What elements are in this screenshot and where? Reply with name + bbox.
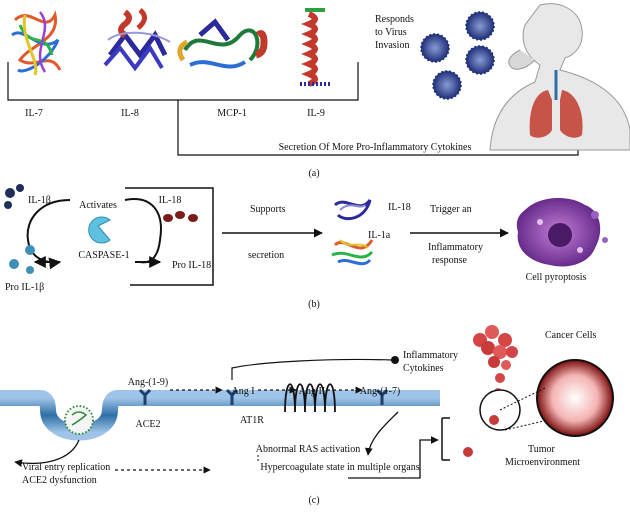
label-il18-out: IL-18	[388, 202, 411, 213]
il8-protein-icon	[103, 8, 171, 72]
inflammatory-line-2: Cytokines	[403, 363, 444, 374]
viral-line-2: ACE2 dysfunction	[22, 475, 97, 486]
panel-b: IL-1β Activates CASPASE-1 IL-18 Pro IL-1…	[4, 184, 608, 310]
label-pyroptosis: Cell pyroptosis	[526, 272, 587, 283]
il18-molecules-icon	[163, 211, 198, 222]
label-il1b: IL-1β	[28, 195, 51, 206]
coughing-person-icon	[489, 3, 630, 151]
tumor-line-1: Tumor	[528, 444, 556, 455]
label-ang19: Ang-(1-9)	[128, 377, 169, 388]
secretion-label: Secretion Of More Pro-Inflammatory Cytok…	[279, 142, 472, 153]
viral-entry-arrow	[14, 439, 80, 467]
hypercoag-to-tumor-arrow	[348, 436, 439, 479]
mcp1-protein-icon	[177, 18, 268, 69]
label-il1a: IL-1a	[368, 230, 391, 241]
responds-line-1: Responds	[375, 14, 414, 25]
il18-protein-icon	[333, 199, 372, 221]
viral-line-1: Viral entry replication	[22, 462, 110, 473]
label-pro-il1b: Pro IL-1β	[5, 282, 44, 293]
inflammatory-line-1: Inflammatory	[403, 350, 458, 361]
label-response: response	[432, 255, 468, 266]
ang1-receptor-icon	[225, 388, 239, 405]
il7-protein-icon	[11, 10, 62, 76]
tumor-zoom-line	[499, 387, 546, 411]
label-caspase: CASPASE-1	[78, 250, 129, 261]
tumor-cell-small	[463, 447, 473, 457]
coronavirus-icon	[64, 405, 94, 435]
responds-line-3: Invasion	[375, 40, 409, 51]
label-mcp1: MCP-1	[217, 108, 246, 119]
label-ace2: ACE2	[136, 419, 161, 430]
pro-il1b-molecules-icon	[9, 245, 35, 274]
membrane-to-hypercoag-arrow	[364, 411, 399, 456]
cancer-cells-icon	[473, 325, 518, 396]
label-il18: IL-18	[159, 195, 182, 206]
at1r-receptor-icon	[284, 383, 336, 413]
label-trigger: Trigger an	[430, 204, 472, 215]
label-cancer-cells: Cancer Cells	[545, 330, 596, 341]
label-pro-il18: Pro IL-18	[172, 260, 211, 271]
label-il8: IL-8	[121, 108, 139, 119]
label-abnormal-ras: Abnormal RAS activation	[256, 444, 360, 455]
pyroptotic-cell-icon	[516, 198, 608, 267]
left-lung-icon	[529, 90, 552, 138]
label-il9: IL-9	[307, 108, 325, 119]
label-il7: IL-7	[25, 108, 43, 119]
tumor-line-2: Microenvironment	[505, 457, 580, 468]
right-lung-icon	[560, 90, 583, 138]
right-cycle-arrow	[124, 198, 162, 264]
label-ang2: Ang II	[299, 386, 325, 397]
responds-line-2: to Virus	[375, 27, 407, 38]
caption-b: (b)	[308, 299, 320, 310]
virus-particles-icon	[420, 11, 495, 100]
tumor-microenvironment-icon	[536, 359, 614, 437]
tumor-zoom-line-2	[504, 419, 549, 431]
cytokine-bracket	[7, 62, 359, 101]
label-at1r: AT1R	[240, 415, 264, 426]
label-inflammatory: Inflammatory	[428, 242, 483, 253]
tumor-bracket	[441, 417, 450, 461]
label-supports: Supports	[250, 204, 286, 215]
label-ang17: Ang-(1-7)	[360, 386, 401, 397]
caption-a: (a)	[308, 168, 319, 179]
il1a-protein-icon	[331, 239, 374, 266]
ang17-receptor-icon	[375, 388, 389, 405]
label-activates: Activates	[79, 200, 117, 211]
caption-c: (c)	[308, 495, 319, 506]
panel-c: Ang-(1-9) ACE2 Ang I Ang II Ang-(1-7) AT…	[0, 325, 614, 506]
il1b-molecules-icon	[4, 184, 24, 209]
caspase-icon	[88, 216, 111, 244]
label-hypercoagulate: Hypercoagulate state in multiple organs	[260, 462, 419, 473]
il9-protein-icon	[300, 8, 330, 87]
panel-a: IL-7 IL-8 MCP-1 IL-9 Responds to Virus I…	[7, 3, 630, 179]
cytokine-node	[391, 356, 399, 364]
tumor-small-nucleus	[489, 415, 499, 425]
il18-bracket	[125, 187, 214, 286]
ace2-receptor-icon	[138, 388, 152, 405]
label-ang1: Ang I	[231, 386, 254, 397]
label-secretion: secretion	[248, 250, 284, 261]
cytokine-link	[231, 358, 393, 380]
